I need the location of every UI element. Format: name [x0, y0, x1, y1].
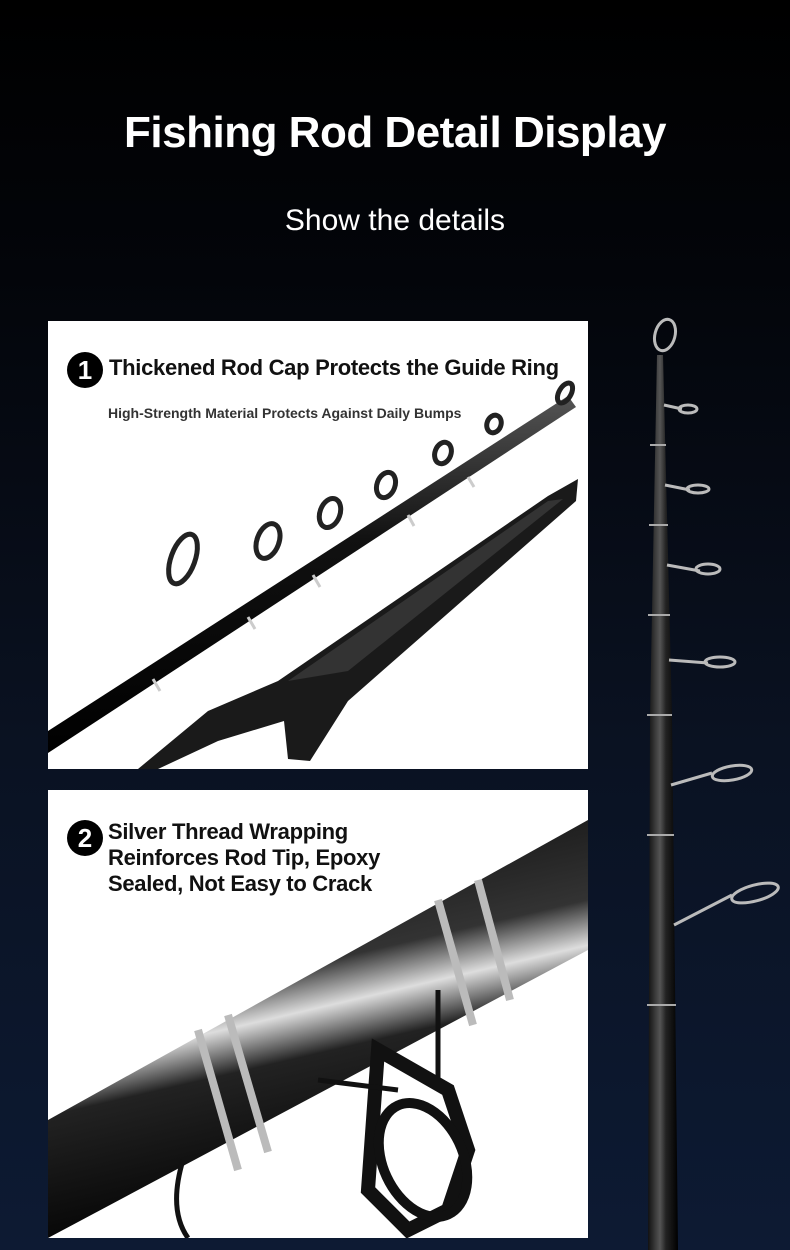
feature-panel-rod-cap: 1 Thickened Rod Cap Protects the Guide R… [48, 321, 588, 769]
feature-title: Thickened Rod Cap Protects the Guide Rin… [109, 355, 559, 380]
feature-subtitle: High-Strength Material Protects Against … [108, 405, 462, 421]
page-title: Fishing Rod Detail Display [124, 108, 666, 157]
feature-panel-thread-wrapping: 2 Silver Thread Wrapping Reinforces Rod … [48, 790, 588, 1238]
feature-title-line: Silver Thread Wrapping [108, 819, 348, 844]
page-subtitle: Show the details [284, 204, 506, 237]
rod-cap-illustration [48, 380, 578, 769]
full-rod-illustration [647, 317, 780, 1250]
feature-title-line: Sealed, Not Easy to Crack [108, 871, 372, 896]
feature-title-line: Reinforces Rod Tip, Epoxy [108, 845, 381, 870]
feature-number-badge: 2 [67, 820, 103, 856]
thread-wrapping-illustration [48, 820, 588, 1238]
feature-number-badge: 1 [67, 352, 103, 388]
